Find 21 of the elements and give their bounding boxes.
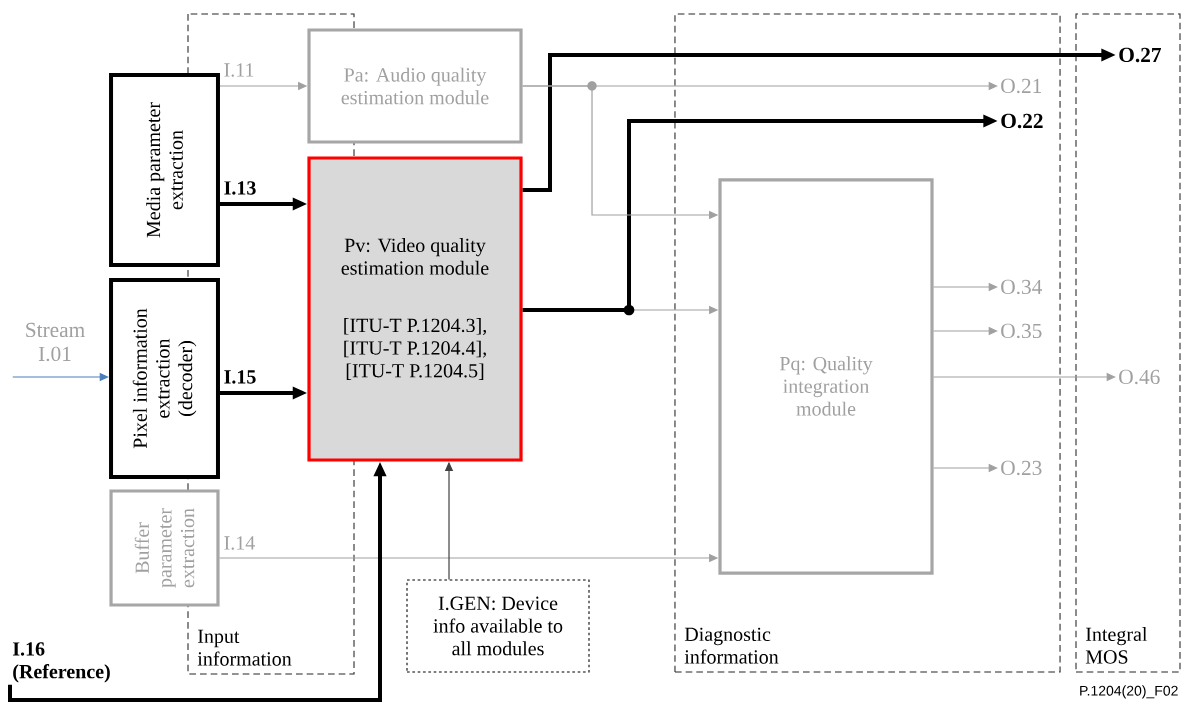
edge-label: I.15 (224, 370, 256, 384)
signal-label: O.46 (1119, 369, 1160, 385)
edge-label: I.14 (224, 536, 255, 550)
signal-label: O.34 (1001, 279, 1042, 295)
process-box: Pa: Audio quality estimation module (307, 28, 523, 144)
signal-label: O.27 (1119, 47, 1161, 63)
process-box: Media parameter extraction (109, 73, 220, 267)
process-box: Pv: Video quality estimation module [ITU-T P.1204.3], [ITU-T P.1204.4], [ITU-T P.1204.5] (307, 156, 523, 462)
edge-label: I.11 (224, 63, 254, 77)
signal-label: O.35 (1001, 323, 1042, 339)
process-box: Buffer parameter extraction (109, 489, 220, 607)
figure-id: P.1204(20)_F02 (1080, 685, 1178, 699)
signal-label: O.22 (1001, 113, 1043, 129)
process-box: I.GEN: Device info available to all modules (406, 579, 590, 673)
signal-label: O.21 (1001, 78, 1042, 94)
process-box: Pixel information extraction (decoder) (109, 277, 220, 480)
signal-label: Stream I.01 (26, 322, 85, 362)
edge-label: I.13 (224, 181, 256, 195)
process-box: Pq: Quality integration module (718, 178, 934, 575)
signal-label: I.16 (Reference) (12, 642, 110, 683)
signal-label: O.23 (1001, 460, 1042, 476)
